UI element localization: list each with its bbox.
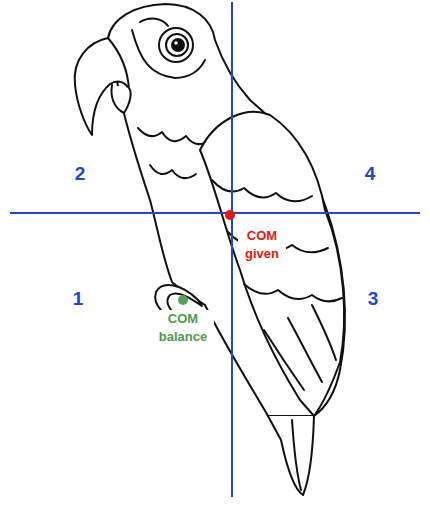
face-line [140, 19, 168, 26]
wing-quill [264, 330, 304, 390]
eye-ring [159, 28, 193, 62]
eye-pupil [172, 39, 184, 51]
quadrant-number: 1 [66, 285, 90, 312]
eye-iris [166, 34, 188, 56]
parrot-lower-beak [112, 85, 131, 113]
chest-feathers [150, 165, 196, 178]
wing-quill [312, 305, 336, 360]
com-given-dot [225, 210, 235, 220]
parrot-beak [75, 38, 129, 135]
quadrant-number: 3 [361, 285, 385, 312]
axis-vertical [231, 2, 233, 497]
parrot-tail [268, 416, 314, 495]
axis-horizontal [10, 212, 420, 214]
wing-feathers [212, 180, 312, 201]
com-balance-label: COM balance [152, 310, 214, 346]
wing-quill [288, 318, 322, 382]
tail-feather [292, 420, 301, 490]
wing-outline [200, 112, 344, 416]
eye-highlight [174, 41, 178, 45]
wing-feathers [244, 284, 342, 301]
com-given-label: COM given [238, 227, 286, 263]
parrot-outline [108, 4, 345, 416]
quadrant-number: 2 [68, 160, 92, 187]
quadrant-number: 4 [358, 160, 382, 187]
com-balance-dot [178, 295, 188, 305]
face-patch [132, 30, 205, 78]
